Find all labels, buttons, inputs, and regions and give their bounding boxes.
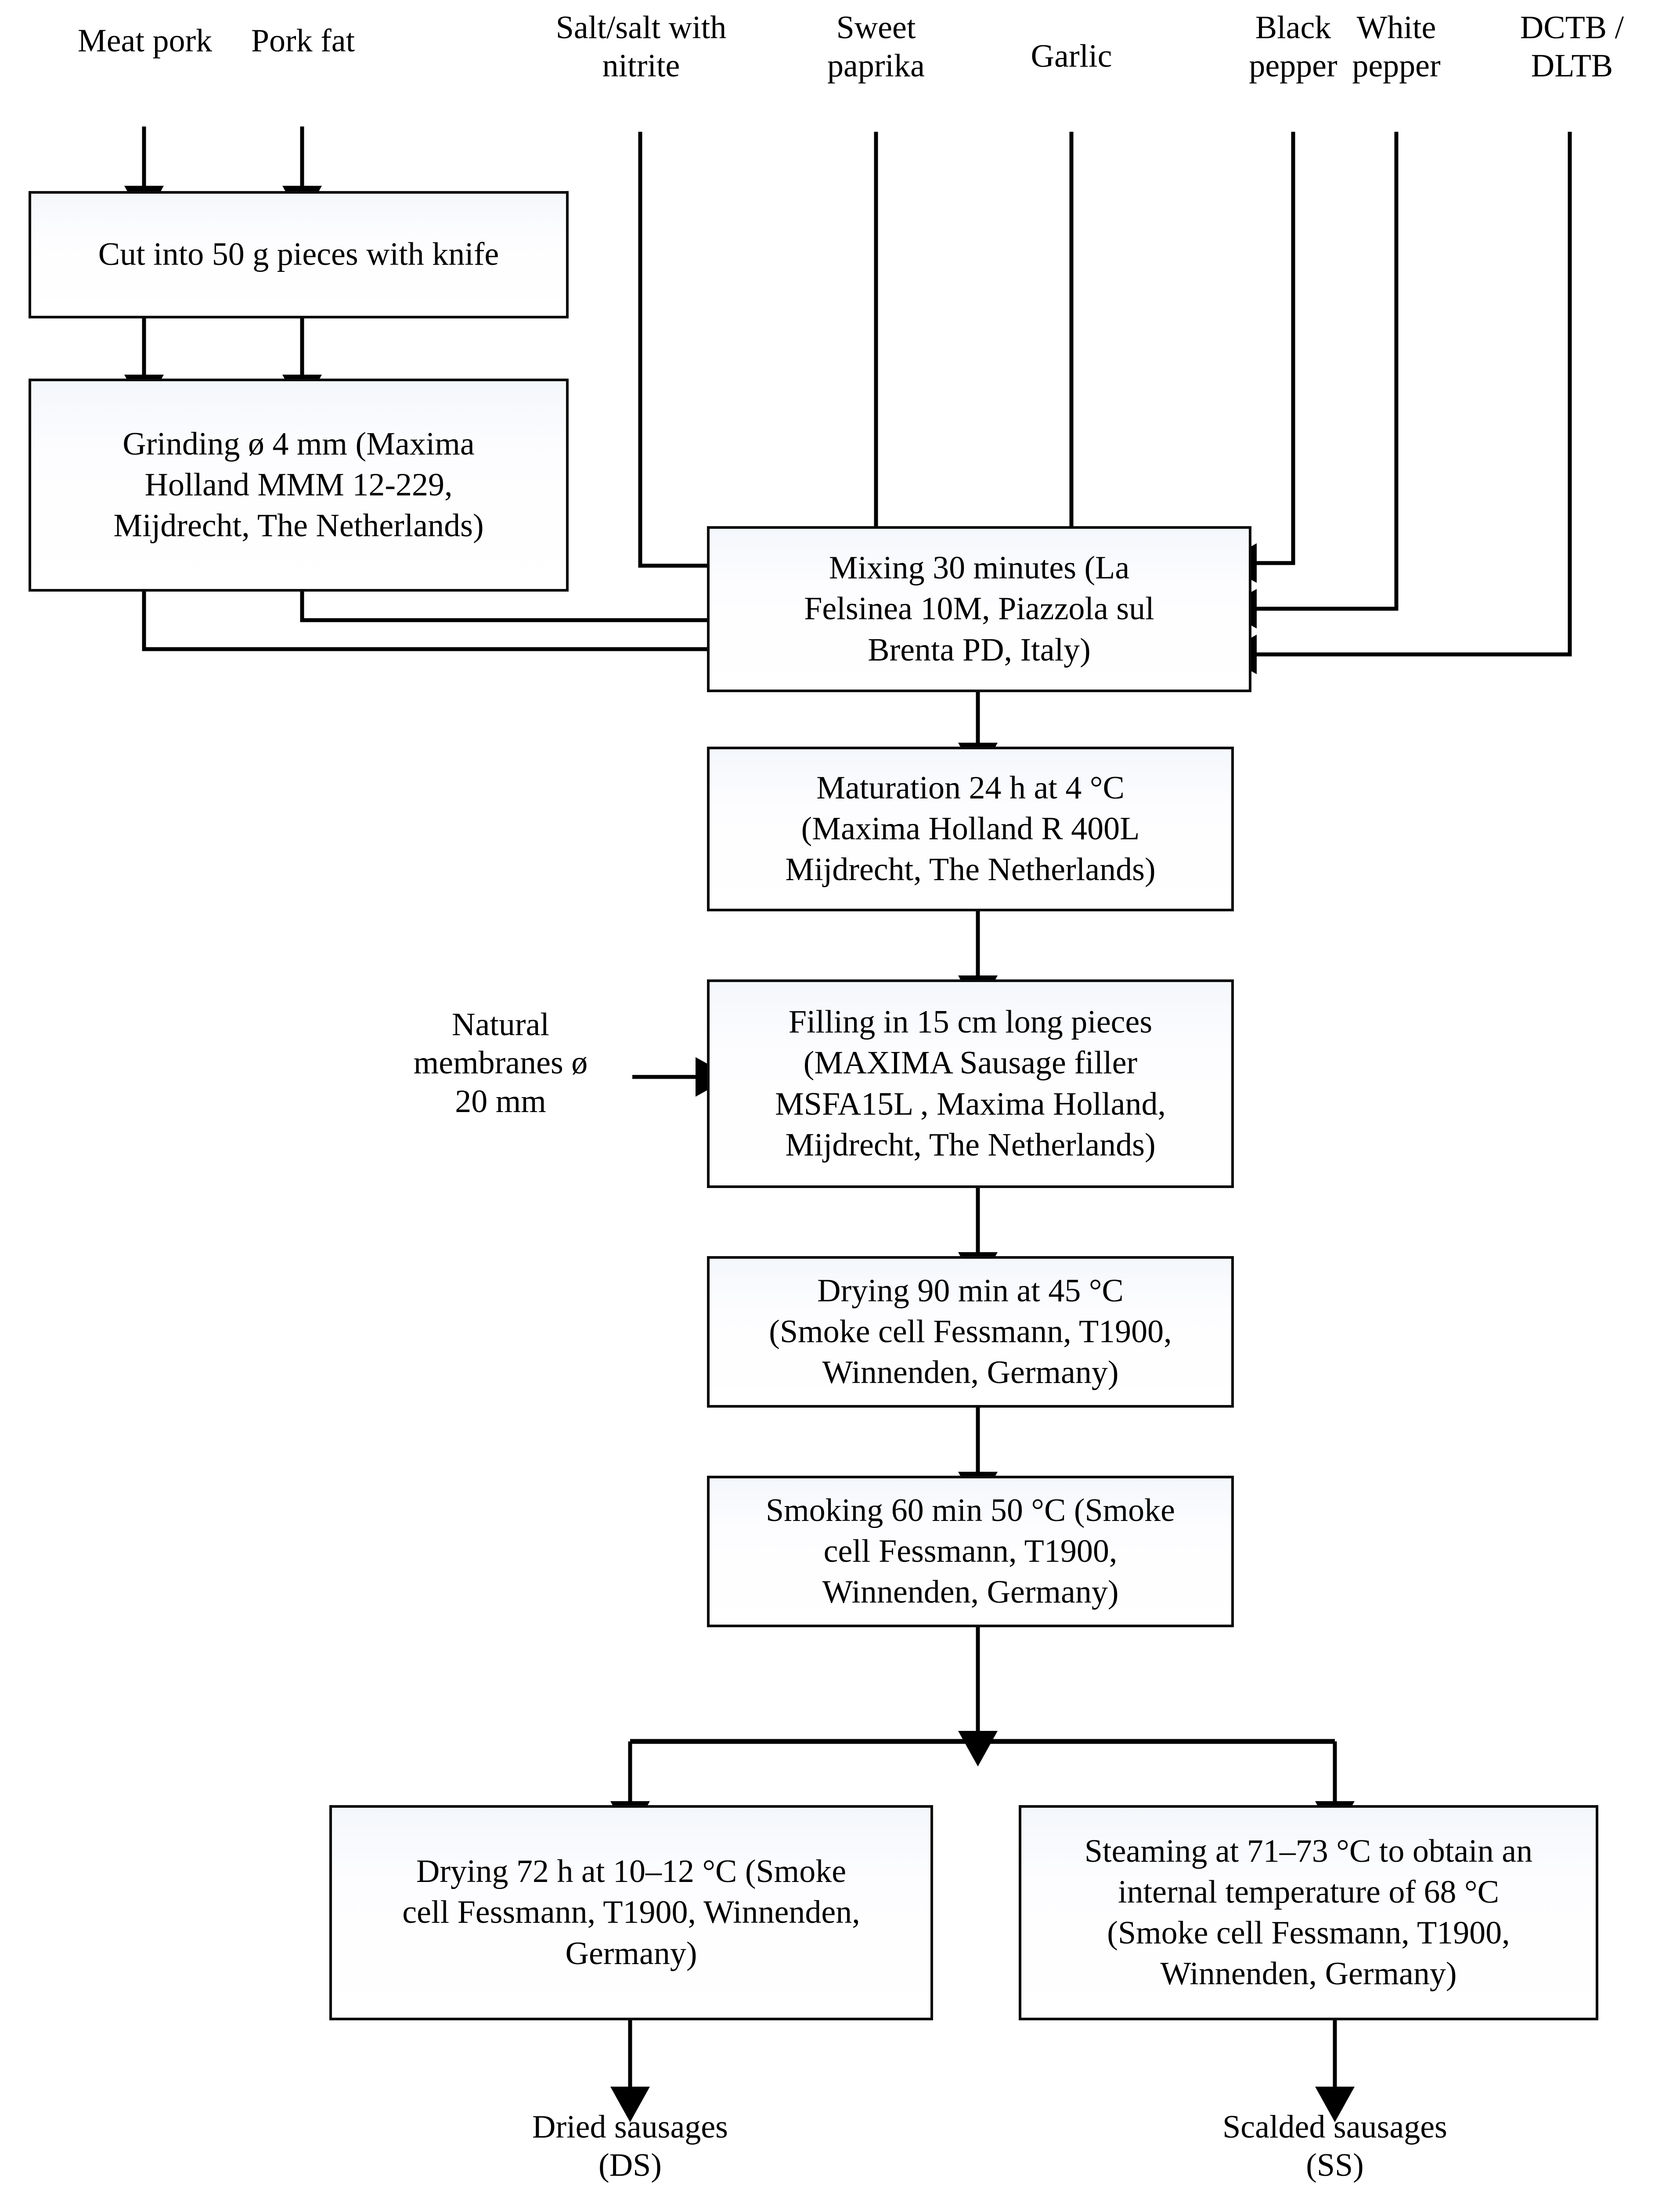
ingredient-label-black-pepper: Black pepper <box>1249 10 1338 84</box>
ingredient-label-sweet-paprika: Sweet paprika <box>827 10 925 84</box>
ingredient-label-salt: Salt/salt with nitrite <box>555 10 727 84</box>
ingredient-label-meat-pork: Meat pork <box>77 23 213 59</box>
ingredient-label-white-pepper: White pepper <box>1352 10 1441 84</box>
process-box-filling[interactable]: Filling in 15 cm long pieces (MAXIMA Sau… <box>707 979 1234 1188</box>
ingredient-label-dctb-dltb: DCTB / DLTB <box>1520 10 1624 84</box>
edge-grinding-to-mixing-b <box>142 591 743 669</box>
process-box-drying-72h[interactable]: Drying 72 h at 10–12 °C (Smoke cell Fess… <box>329 1805 933 2020</box>
process-box-smoking[interactable]: Smoking 60 min 50 °C (Smoke cell Fessman… <box>707 1476 1234 1627</box>
side-input-label-natural-membranes: Natural membranes ø 20 mm <box>413 1007 588 1120</box>
output-label-dried-sausages: Dried sausages (DS) <box>532 2109 728 2184</box>
process-box-cut[interactable]: Cut into 50 g pieces with knife <box>29 191 569 318</box>
process-box-grinding[interactable]: Grinding ø 4 mm (Maxima Holland MMM 12-2… <box>29 379 569 592</box>
edge-dctb-to-mixing <box>1221 132 1572 674</box>
process-box-steaming[interactable]: Steaming at 71–73 °C to obtain an intern… <box>1019 1805 1598 2020</box>
edge-blackpepper-to-mixing <box>1221 132 1295 583</box>
edge-salt-to-mixing <box>638 132 743 585</box>
ingredient-label-garlic: Garlic <box>1031 38 1112 74</box>
process-box-maturation[interactable]: Maturation 24 h at 4 °C (Maxima Holland … <box>707 747 1234 911</box>
output-label-scalded-sausages: Scalded sausages (SS) <box>1222 2109 1447 2184</box>
process-box-mixing[interactable]: Mixing 30 minutes (La Felsinea 10M, Piaz… <box>707 526 1251 692</box>
ingredient-label-pork-fat: Pork fat <box>251 23 355 59</box>
edge-whitepepper-to-mixing <box>1221 132 1399 628</box>
edge-grinding-to-mixing-a <box>300 591 743 640</box>
process-box-drying-90min[interactable]: Drying 90 min at 45 °C (Smoke cell Fessm… <box>707 1256 1234 1408</box>
